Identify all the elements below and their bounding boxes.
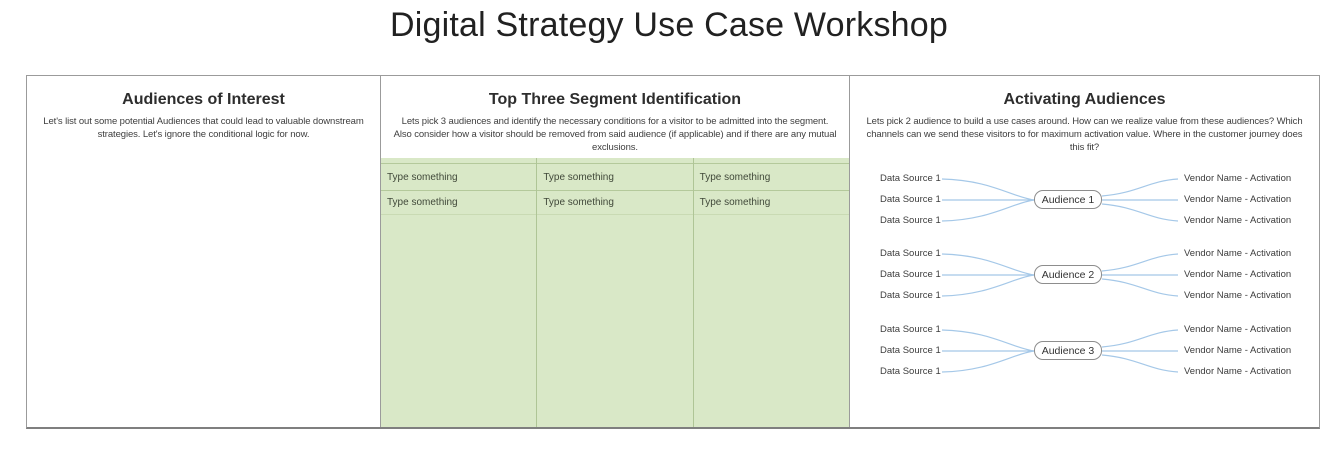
panel-segments-title: Top Three Segment Identification <box>488 91 742 108</box>
audience-node[interactable]: Audience 1 <box>1034 190 1102 209</box>
segment-input-cell[interactable]: Type something <box>537 164 693 191</box>
segment-table-column-2: Type something Type something <box>536 158 693 427</box>
data-source-label[interactable]: Data Source 1 <box>880 269 941 280</box>
vendor-label[interactable]: Vendor Name - Activation <box>1184 290 1292 301</box>
vendor-label[interactable]: Vendor Name - Activation <box>1184 324 1292 335</box>
segment-table-header-strip <box>693 158 849 164</box>
vendor-label[interactable]: Vendor Name - Activation <box>1184 194 1292 205</box>
vendor-label[interactable]: Vendor Name - Activation <box>1184 173 1292 184</box>
panel-activating-audiences: Activating Audiences Lets pick 2 audienc… <box>849 76 1319 427</box>
vendor-label[interactable]: Vendor Name - Activation <box>1184 269 1292 280</box>
data-source-label[interactable]: Data Source 1 <box>880 173 941 184</box>
audience-mind-map-2: Data Source 1 Data Source 1 Data Source … <box>850 244 1319 306</box>
segment-table-header-strip <box>381 158 537 164</box>
data-source-label[interactable]: Data Source 1 <box>880 345 941 356</box>
panel-segment-identification: Top Three Segment Identification Lets pi… <box>380 76 849 427</box>
audience-node[interactable]: Audience 2 <box>1034 265 1102 284</box>
data-source-label[interactable]: Data Source 1 <box>880 215 941 226</box>
audience-mind-map-1: Data Source 1 Data Source 1 Data Source … <box>850 169 1319 231</box>
segment-table-column-1: Type something Type something <box>381 158 537 427</box>
segment-input-cell[interactable]: Type something <box>693 191 849 215</box>
segment-table: Type something Type something Type somet… <box>381 158 849 427</box>
data-source-label[interactable]: Data Source 1 <box>880 324 941 335</box>
connector-lines <box>941 329 1179 373</box>
data-source-label[interactable]: Data Source 1 <box>880 290 941 301</box>
segment-input-cell[interactable]: Type something <box>381 191 537 215</box>
segment-empty-area[interactable] <box>381 215 536 427</box>
vendor-label[interactable]: Vendor Name - Activation <box>1184 248 1292 259</box>
connector-lines <box>941 178 1179 222</box>
segment-empty-area[interactable] <box>694 215 849 427</box>
panel-audiences-of-interest: Audiences of Interest Let's list out som… <box>27 76 380 427</box>
data-source-label[interactable]: Data Source 1 <box>880 366 941 377</box>
vendor-label[interactable]: Vendor Name - Activation <box>1184 345 1292 356</box>
panel-activation-description: Lets pick 2 audience to build a use case… <box>866 116 1303 153</box>
segment-table-header-strip <box>537 158 693 164</box>
panels-container: Audiences of Interest Let's list out som… <box>26 75 1320 429</box>
segment-input-cell[interactable]: Type something <box>693 164 849 191</box>
data-source-label[interactable]: Data Source 1 <box>880 194 941 205</box>
panel-audiences-description: Let's list out some potential Audiences … <box>43 116 364 140</box>
segment-table-column-3: Type something Type something <box>692 158 849 427</box>
connector-lines <box>941 253 1179 297</box>
vendor-label[interactable]: Vendor Name - Activation <box>1184 366 1292 377</box>
audience-mind-map-3: Data Source 1 Data Source 1 Data Source … <box>850 320 1319 382</box>
panel-segments-description: Lets pick 3 audiences and identify the n… <box>393 116 837 153</box>
data-source-label[interactable]: Data Source 1 <box>880 248 941 259</box>
panel-audiences-title: Audiences of Interest <box>122 91 285 108</box>
audience-node[interactable]: Audience 3 <box>1034 341 1102 360</box>
segment-empty-area[interactable] <box>537 215 692 427</box>
page-title: Digital Strategy Use Case Workshop <box>390 6 948 44</box>
segment-input-cell[interactable]: Type something <box>537 191 693 215</box>
panel-activation-title: Activating Audiences <box>1003 91 1166 108</box>
vendor-label[interactable]: Vendor Name - Activation <box>1184 215 1292 226</box>
segment-input-cell[interactable]: Type something <box>381 164 537 191</box>
